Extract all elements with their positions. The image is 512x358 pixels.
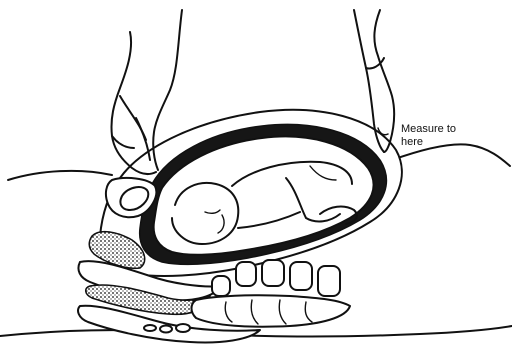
vertebra xyxy=(262,260,284,286)
vertebra xyxy=(318,266,340,296)
vertebra xyxy=(236,262,256,286)
vertebra xyxy=(290,262,312,290)
sacrum xyxy=(192,295,351,327)
vertebra xyxy=(212,276,230,296)
coccyx-segment xyxy=(144,325,156,331)
measure-annotation: Measure to here xyxy=(401,123,481,149)
coccyx-segment xyxy=(176,324,190,332)
coccyx-segment xyxy=(160,326,172,333)
